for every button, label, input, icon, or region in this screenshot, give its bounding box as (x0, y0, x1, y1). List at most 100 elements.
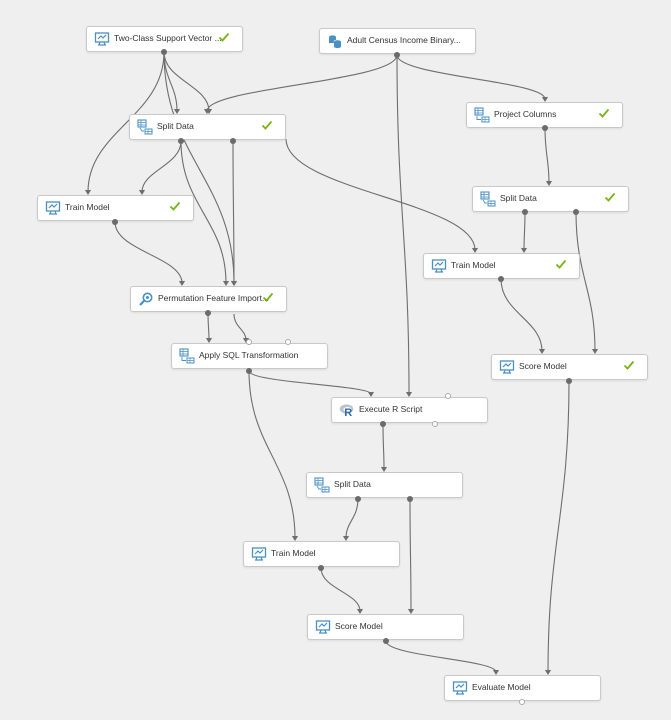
arrow-head (231, 280, 237, 287)
svg-text:R: R (344, 407, 352, 418)
connection-edge (544, 127, 550, 184)
connection-edge (396, 54, 410, 395)
arrow-head (174, 108, 180, 115)
connection-edge (382, 423, 385, 470)
connection-edge (320, 567, 361, 612)
input-port[interactable] (285, 339, 291, 345)
connection-edge (547, 380, 570, 673)
module-label: Two-Class Support Vector ... (114, 33, 222, 43)
module-score2[interactable]: Score Model (307, 614, 464, 640)
arrow-head (406, 391, 412, 398)
output-port[interactable] (407, 496, 413, 502)
connection-edge (232, 140, 235, 284)
arrow-head (223, 280, 229, 287)
connection-edge (385, 640, 497, 673)
output-port[interactable] (355, 496, 361, 502)
arrow-head (85, 189, 91, 196)
output-port[interactable] (318, 565, 324, 571)
module-label: Apply SQL Transformation (199, 350, 299, 360)
output-port[interactable] (161, 49, 167, 55)
module-label: Train Model (451, 260, 496, 270)
output-port[interactable] (112, 219, 118, 225)
connection-edge (248, 370, 296, 539)
connection-edge (87, 51, 165, 193)
connection-edge (233, 313, 247, 341)
module-train3[interactable]: Train Model (243, 541, 400, 567)
output-port[interactable] (394, 52, 400, 58)
module-label: Split Data (334, 479, 371, 489)
connection-edge (141, 140, 182, 193)
output-port[interactable] (432, 421, 438, 427)
module-split2[interactable]: Split Data (472, 186, 629, 212)
output-port[interactable] (205, 310, 211, 316)
arrow-head (539, 348, 545, 355)
module-label: Score Model (519, 361, 567, 371)
connection-edge (409, 498, 412, 612)
arrow-head (542, 96, 548, 103)
connection-edge (114, 221, 183, 284)
connection-edge (345, 498, 359, 539)
module-split3[interactable]: Split Data (306, 472, 463, 498)
module-sql[interactable]: Apply SQL Transformation (171, 343, 328, 369)
connection-edge (575, 211, 596, 352)
output-port[interactable] (178, 138, 184, 144)
connection-edge (285, 138, 476, 251)
arrow-head (521, 247, 527, 254)
input-port[interactable] (445, 393, 451, 399)
arrow-head (368, 391, 374, 398)
arrow-head (357, 608, 363, 615)
module-score1[interactable]: Score Model (491, 354, 648, 380)
arrow-head (204, 108, 210, 115)
module-label: Permutation Feature Import... (158, 293, 270, 303)
arrow-head (592, 348, 598, 355)
module-label: Split Data (157, 121, 194, 131)
module-label: Execute R Script (359, 404, 423, 414)
connection-edge (500, 278, 543, 352)
connection-edge (248, 370, 372, 395)
arrow-head (381, 466, 387, 473)
output-port[interactable] (246, 368, 252, 374)
arrow-head (292, 535, 298, 542)
module-label: Score Model (335, 621, 383, 631)
connection-edge (180, 140, 227, 284)
connection-edge (163, 51, 235, 284)
connection-edge (163, 51, 210, 112)
module-pfi[interactable]: Permutation Feature Import... (130, 286, 287, 312)
arrow-head (139, 189, 145, 196)
output-port[interactable] (383, 638, 389, 644)
module-census[interactable]: Adult Census Income Binary... (319, 28, 476, 54)
connection-edge (523, 211, 526, 251)
connection-edge (206, 54, 398, 112)
arrow-head (408, 608, 414, 615)
arrow-head (546, 180, 552, 187)
module-label: Split Data (500, 193, 537, 203)
arrow-head (179, 280, 185, 287)
arrow-head (206, 337, 212, 344)
arrow-head (493, 669, 499, 676)
module-evaluate[interactable]: Evaluate Model (444, 675, 601, 701)
module-split1[interactable]: Split Data (129, 114, 286, 140)
output-port[interactable] (542, 125, 548, 131)
module-label: Train Model (271, 548, 316, 558)
output-port[interactable] (566, 378, 572, 384)
module-rscript[interactable]: R Execute R Script (331, 397, 488, 423)
input-port[interactable] (246, 339, 252, 345)
output-port[interactable] (522, 209, 528, 215)
module-label: Project Columns (494, 109, 557, 119)
output-port[interactable] (573, 209, 579, 215)
module-label: Evaluate Model (472, 682, 531, 692)
connection-edge (207, 312, 210, 341)
output-port[interactable] (230, 138, 236, 144)
output-port[interactable] (498, 276, 504, 282)
arrow-head (472, 247, 478, 254)
arrow-head (343, 535, 349, 542)
module-label: Adult Census Income Binary... (347, 35, 461, 45)
module-train1[interactable]: Train Model (37, 195, 194, 221)
arrow-head (545, 669, 551, 676)
connection-edge (396, 54, 546, 100)
module-train2[interactable]: Train Model (423, 253, 580, 279)
output-port[interactable] (380, 421, 386, 427)
output-port[interactable] (519, 699, 525, 705)
